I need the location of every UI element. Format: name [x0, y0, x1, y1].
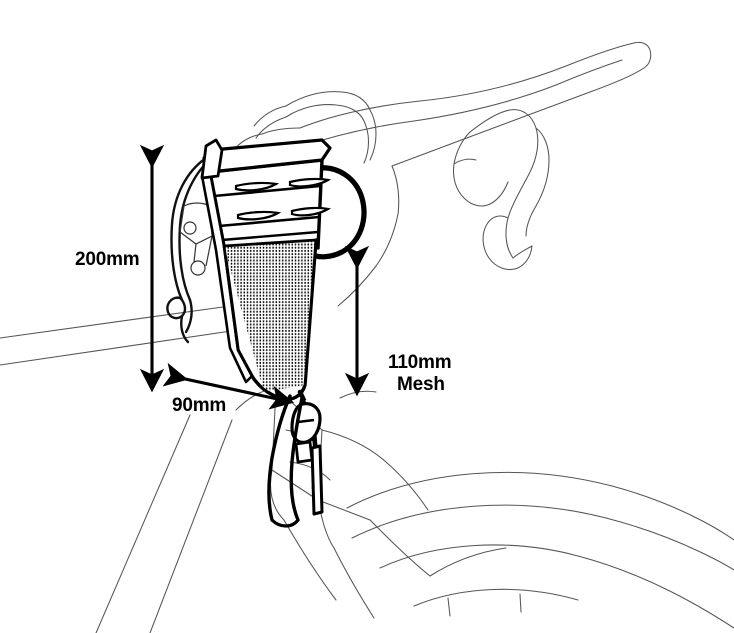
strap-tail	[294, 440, 314, 464]
width-dimension-arrow	[162, 362, 295, 410]
bag-divider-lower	[221, 230, 319, 242]
front-wheel-tire	[346, 471, 734, 629]
mesh-dimension-label-line2: Mesh	[397, 374, 445, 396]
spokes	[447, 593, 522, 617]
bag-divider-upper	[213, 184, 321, 198]
bag-hanging-loop-b	[289, 396, 304, 522]
bag-divider-mid	[218, 215, 320, 228]
top-tube	[0, 305, 239, 366]
bag-top-tab	[200, 138, 224, 180]
handlebar-mount-strap	[307, 165, 367, 260]
strap-buckle-bar	[297, 418, 315, 424]
bag-strap-end	[310, 444, 324, 516]
width-dimension-label: 90mm	[172, 395, 227, 416]
brake-lever-hood	[453, 109, 550, 271]
down-tube	[95, 414, 233, 633]
bag-slot-eyelets	[234, 177, 332, 221]
stem-and-spacers	[253, 91, 377, 164]
background-bicycle	[0, 41, 734, 633]
height-dimension-label: 200mm	[75, 249, 140, 270]
dimension-annotations	[139, 144, 370, 410]
brake-cables	[166, 154, 216, 344]
bag-hanging-loop	[267, 394, 292, 522]
derailleur-bracket	[179, 202, 213, 276]
mesh-dimension-label-line1: 110mm	[388, 352, 452, 373]
bag-loop-base	[270, 518, 300, 528]
